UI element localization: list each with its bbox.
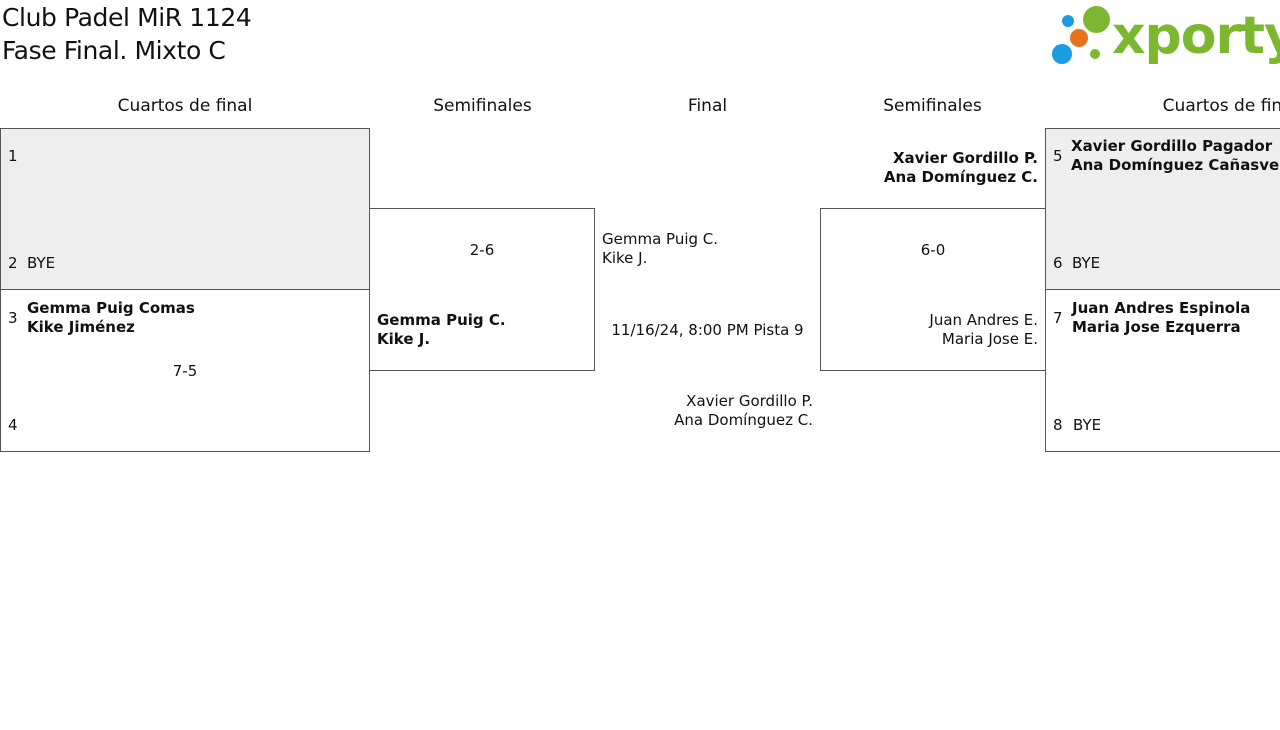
- logo-wordmark: xporty: [1112, 6, 1280, 66]
- sf-left-match[interactable]: 2-6 Gemma Puig C. Kike J.: [369, 208, 595, 371]
- logo-dot-green: [1083, 6, 1110, 33]
- logo-dot-blue-small: [1062, 15, 1074, 27]
- column-heading-qf-right: Cuartos de final: [1162, 96, 1280, 116]
- seed-number: 4: [8, 416, 18, 434]
- column-heading-qf-left: Cuartos de final: [117, 96, 253, 116]
- team-player-2: Ana Domínguez C.: [883, 168, 1038, 186]
- qf-right-match-2[interactable]: 7 Juan Andres Espinola Maria Jose Ezquer…: [1045, 289, 1280, 452]
- seed-number: 2: [8, 254, 18, 272]
- column-heading-sf-right: Semifinales: [883, 96, 982, 116]
- team-player-2: Kike J.: [602, 249, 648, 267]
- match-score: 2-6: [469, 241, 495, 259]
- page-title: Club Padel MiR 1124: [2, 3, 252, 32]
- logo-dot-green-small: [1090, 49, 1100, 59]
- team-player-2: Maria Jose Ezquerra: [1072, 318, 1241, 336]
- logo-dot-blue: [1052, 44, 1072, 64]
- team-player-2: Kike Jiménez: [27, 318, 135, 336]
- seed-number: 6: [1053, 254, 1063, 272]
- qf-right-match-1[interactable]: 5 Xavier Gordillo Pagador Ana Domínguez …: [1045, 128, 1280, 290]
- qf-left-match-1[interactable]: 1 2 BYE: [0, 128, 370, 290]
- team-player-2: Ana Domínguez Cañasveras: [1071, 156, 1280, 174]
- page-subtitle: Fase Final. Mixto C: [2, 36, 226, 65]
- seed-number: 1: [8, 147, 18, 165]
- team-player-1: Gemma Puig Comas: [27, 299, 195, 317]
- seed-number: 3: [8, 309, 18, 327]
- column-heading-final: Final: [687, 96, 728, 116]
- qf-left-match-2[interactable]: 3 Gemma Puig Comas Kike Jiménez 7-5 4: [0, 289, 370, 452]
- team-player-2: Ana Domínguez C.: [674, 411, 813, 429]
- team-player-1: Xavier Gordillo Pagador: [1071, 137, 1273, 155]
- xporty-logo: xporty: [1050, 4, 1280, 66]
- final-match[interactable]: Gemma Puig C. Kike J. 11/16/24, 8:00 PM …: [595, 208, 820, 452]
- team-player-1: Juan Andres E.: [929, 311, 1038, 329]
- team-player-1: Xavier Gordillo P.: [892, 149, 1038, 167]
- team-player-2: Maria Jose E.: [941, 330, 1038, 348]
- team-player-1: Juan Andres Espinola: [1072, 299, 1251, 317]
- team-player-2: Kike J.: [377, 330, 431, 348]
- seed-number: 7: [1053, 309, 1063, 327]
- match-score: 7-5: [172, 362, 198, 380]
- team-player-1: Gemma Puig C.: [602, 230, 719, 248]
- column-heading-sf-left: Semifinales: [433, 96, 532, 116]
- team-player-1: Gemma Puig C.: [377, 311, 506, 329]
- logo-dot-orange: [1070, 29, 1088, 47]
- match-schedule: 11/16/24, 8:00 PM Pista 9: [611, 321, 804, 339]
- team-name-bye: BYE: [1073, 416, 1102, 434]
- sf-right-match[interactable]: 6-0 Juan Andres E. Maria Jose E.: [820, 208, 1046, 371]
- match-score: 6-0: [920, 241, 946, 259]
- team-player-1: Xavier Gordillo P.: [686, 392, 813, 410]
- seed-number: 8: [1053, 416, 1063, 434]
- team-name-bye: BYE: [27, 254, 56, 272]
- team-name-bye: BYE: [1072, 254, 1101, 272]
- seed-number: 5: [1053, 147, 1063, 165]
